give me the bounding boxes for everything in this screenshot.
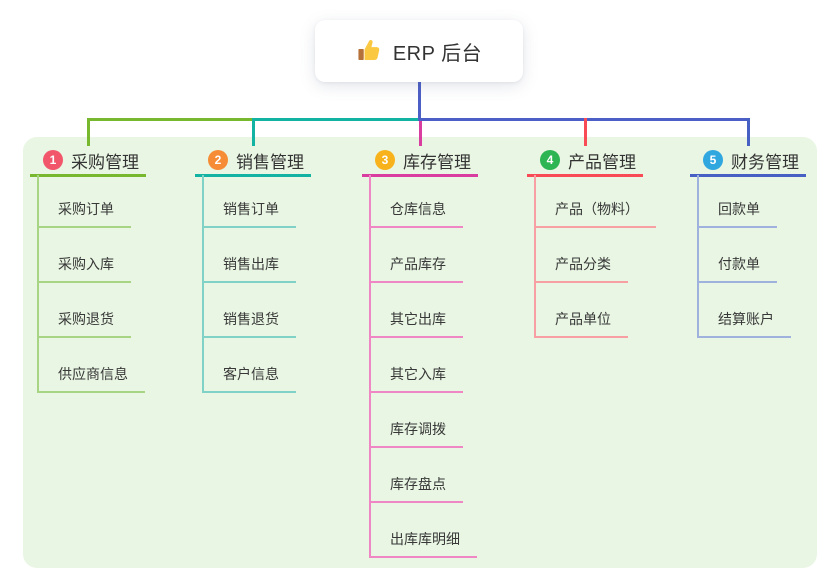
branch-title-node[interactable]: 3 库存管理 — [362, 146, 478, 177]
branch-children-list: 回款单付款单结算账户 — [697, 173, 791, 338]
thumbs-up-icon — [356, 38, 382, 64]
branch-title-label: 财务管理 — [731, 152, 799, 172]
child-node[interactable]: 销售出库 — [202, 228, 296, 283]
branch-drop-line — [418, 121, 422, 146]
child-node[interactable]: 库存调拨 — [369, 393, 463, 448]
root-node[interactable]: ERP 后台 — [315, 20, 523, 82]
child-node[interactable]: 其它入库 — [369, 338, 463, 393]
branch-children-list: 采购订单采购入库采购退货供应商信息 — [37, 173, 145, 393]
child-node-label: 客户信息 — [223, 366, 279, 382]
child-node[interactable]: 产品（物料） — [534, 173, 656, 228]
branch-title-node[interactable]: 4 产品管理 — [527, 146, 643, 177]
child-node[interactable]: 销售退货 — [202, 283, 296, 338]
branch-children-connector — [369, 175, 371, 558]
child-node[interactable]: 仓库信息 — [369, 173, 463, 228]
child-node[interactable]: 销售订单 — [202, 173, 296, 228]
child-node-label: 付款单 — [718, 256, 760, 272]
root-stem-line — [417, 82, 421, 121]
branch-children-list: 销售订单销售出库销售退货客户信息 — [202, 173, 296, 393]
child-node[interactable]: 采购入库 — [37, 228, 131, 283]
child-node-label: 采购入库 — [58, 256, 114, 272]
child-node-label: 销售出库 — [223, 256, 279, 272]
child-node[interactable]: 库存盘点 — [369, 448, 463, 503]
child-node-label: 其它出库 — [390, 311, 446, 327]
child-node[interactable]: 结算账户 — [697, 283, 791, 338]
bus-segment-green — [86, 118, 255, 121]
branch-children-connector — [534, 175, 536, 338]
child-node-label: 销售订单 — [223, 201, 279, 217]
branches-panel — [23, 137, 817, 568]
branch-title-label: 销售管理 — [236, 152, 304, 172]
child-node[interactable]: 其它出库 — [369, 283, 463, 338]
child-node[interactable]: 付款单 — [697, 228, 777, 283]
child-node-label: 其它入库 — [390, 366, 446, 382]
child-node[interactable]: 客户信息 — [202, 338, 296, 393]
branch-children-list: 仓库信息产品库存其它出库其它入库库存调拨库存盘点出库库明细 — [369, 173, 477, 558]
child-node-label: 产品单位 — [555, 311, 611, 327]
child-node-label: 产品（物料） — [555, 201, 639, 217]
branch-title-label: 库存管理 — [403, 152, 471, 172]
child-node[interactable]: 产品库存 — [369, 228, 463, 283]
branch-drop-line — [86, 118, 90, 146]
branch-drop-line — [746, 118, 750, 146]
branch-number-badge: 5 — [703, 150, 723, 170]
branch-number-badge: 4 — [540, 150, 560, 170]
branch-title-node[interactable]: 2 销售管理 — [195, 146, 311, 177]
child-node[interactable]: 产品分类 — [534, 228, 628, 283]
branch-children-connector — [697, 175, 699, 338]
child-node[interactable]: 采购订单 — [37, 173, 131, 228]
child-node-label: 产品库存 — [390, 256, 446, 272]
child-node-label: 采购订单 — [58, 201, 114, 217]
child-node[interactable]: 产品单位 — [534, 283, 628, 338]
branch-children-connector — [37, 175, 39, 393]
child-node-label: 采购退货 — [58, 311, 114, 327]
branch-title-node[interactable]: 5 财务管理 — [690, 146, 806, 177]
branch-title-label: 产品管理 — [568, 152, 636, 172]
branch-children-list: 产品（物料） 产品分类产品单位 — [534, 173, 656, 338]
branch-number-badge: 3 — [375, 150, 395, 170]
branch-number-badge: 2 — [208, 150, 228, 170]
child-node-label: 销售退货 — [223, 311, 279, 327]
branch-drop-line — [251, 118, 255, 146]
child-node-label: 仓库信息 — [390, 201, 446, 217]
branch-title-node[interactable]: 1 采购管理 — [30, 146, 146, 177]
child-node-label: 回款单 — [718, 201, 760, 217]
child-node-label: 库存盘点 — [390, 476, 446, 492]
branch-number-badge: 1 — [43, 150, 63, 170]
child-node-label: 供应商信息 — [58, 366, 128, 382]
root-node-label: ERP 后台 — [392, 42, 483, 65]
child-node-label: 库存调拨 — [390, 421, 446, 437]
child-node-label: 结算账户 — [718, 311, 774, 327]
child-node-label: 出库库明细 — [390, 531, 460, 547]
bus-segment-teal — [251, 118, 421, 121]
branch-children-connector — [202, 175, 204, 393]
child-node[interactable]: 出库库明细 — [369, 503, 477, 558]
child-node[interactable]: 供应商信息 — [37, 338, 145, 393]
child-node[interactable]: 回款单 — [697, 173, 777, 228]
child-node[interactable]: 采购退货 — [37, 283, 131, 338]
branch-title-label: 采购管理 — [71, 152, 139, 172]
branch-drop-line — [583, 118, 587, 146]
child-node-label: 产品分类 — [555, 256, 611, 272]
